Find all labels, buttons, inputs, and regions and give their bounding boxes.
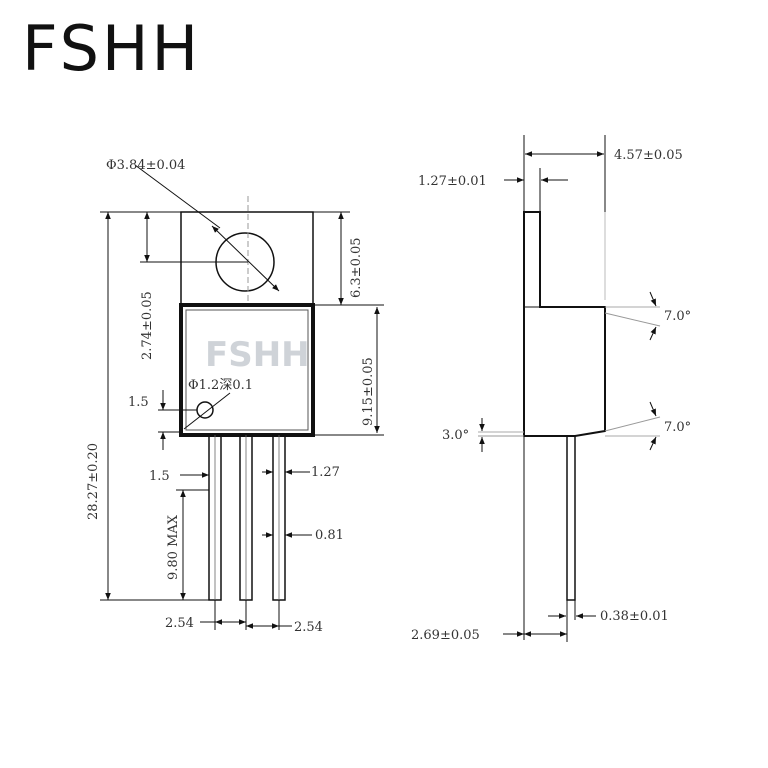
hole-diameter-label: Φ3.84±0.04 [106,158,185,173]
lead-length-label: 9.80 MAX [166,514,181,580]
side-lead-thickness-label: 0.38±0.01 [600,609,669,624]
draft-angle-top-label: 7.0° [664,309,691,324]
overall-length-label: 28.27±0.20 [86,443,101,520]
dimple-label: Φ1.2深0.1 [188,378,253,393]
hole-to-top-label: 2.74±0.05 [140,291,155,360]
dimple-horizontal-label: 1.5 [149,469,170,484]
body-bottom-angle-label: 3.0° [442,428,469,443]
side-profile [523,211,606,437]
lead-pitch-right-label: 2.54 [294,620,323,635]
body-height-label: 9.15±0.05 [361,357,376,426]
draft-angle-bottom-label: 7.0° [664,420,691,435]
dimple-vertical-label: 1.5 [128,395,149,410]
tab-height-label: 6.3±0.05 [349,237,364,298]
package-body [179,303,315,437]
brand-logo: FSHH [22,12,202,85]
lead-width-label: 1.27 [311,465,340,480]
tab-thickness-label: 1.27±0.01 [418,174,487,189]
lead-offset-label: 2.69±0.05 [411,628,480,643]
lead-thickness-label: 0.81 [315,528,344,543]
side-view: 4.57±0.05 1.27±0.01 7.0° 7.0° 3.0° 0.38±… [411,135,691,643]
leads [208,434,286,601]
body-thickness-label: 4.57±0.05 [614,148,683,163]
side-lead [566,435,576,601]
lead-pitch-left-label: 2.54 [165,616,194,631]
front-view: FSHH 28.27±0.20 2.74±0.05 [86,158,384,635]
watermark-text: FSHH [205,335,310,375]
